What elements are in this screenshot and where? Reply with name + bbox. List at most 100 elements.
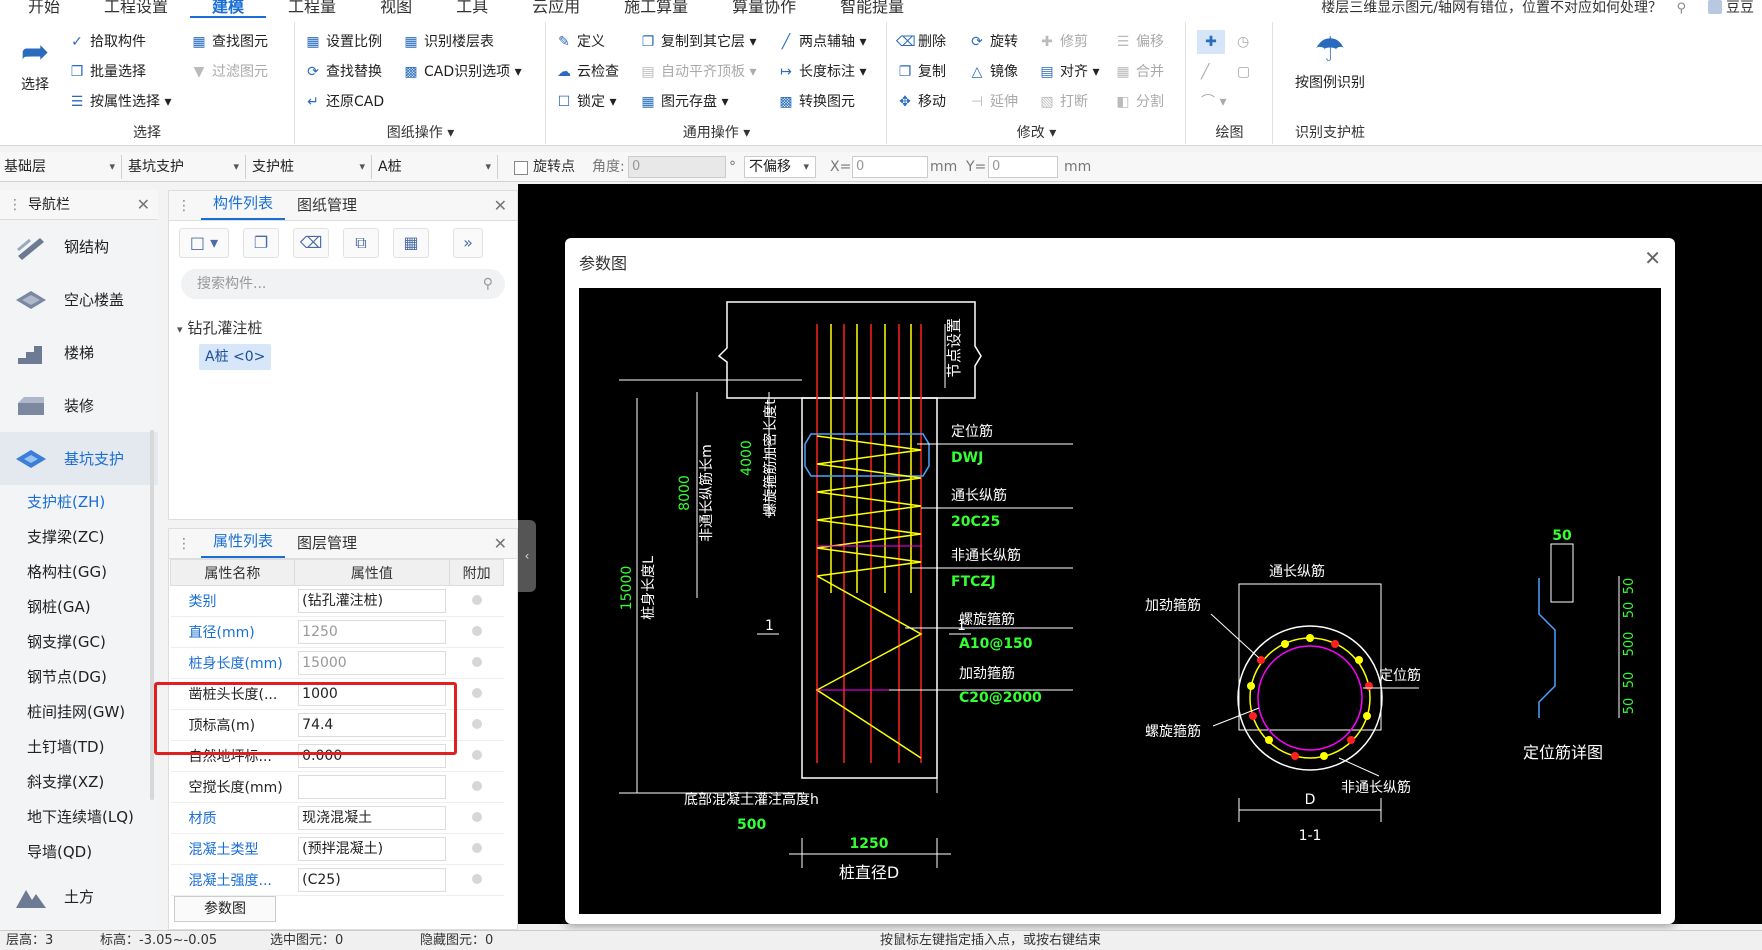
close-icon[interactable]: ✕ xyxy=(493,196,507,215)
ribbon-group-modify-title[interactable]: 修改 ▾ xyxy=(1016,125,1057,141)
find-element-button[interactable]: ▦查找图元 xyxy=(190,30,268,54)
attr-value-input[interactable]: (C25) xyxy=(298,868,446,892)
copy-component-button[interactable]: ❐ xyxy=(243,228,279,258)
filter-element-button[interactable]: ▼过滤图元 xyxy=(190,60,268,84)
restore-cad-button[interactable]: ↵还原CAD xyxy=(304,90,384,114)
menu-tab-start[interactable]: 开始 xyxy=(28,0,61,16)
close-icon[interactable]: ✕ xyxy=(1644,246,1661,270)
nav-item-decoration[interactable]: 装修 xyxy=(0,379,158,432)
point-draw-button[interactable]: ✚ xyxy=(1197,30,1225,54)
copy-button[interactable]: ❐复制 xyxy=(896,60,946,84)
smart-draw-button[interactable]: ◷ xyxy=(1237,30,1249,54)
nav-sub-guide-wall[interactable]: 导墙(QD) xyxy=(27,843,93,861)
nav-sub-pile-mesh[interactable]: 桩间挂网(GW) xyxy=(27,703,126,721)
attr-value-input[interactable]: (预拌混凝土) xyxy=(298,837,446,861)
menu-tab-quantity[interactable]: 工程量 xyxy=(288,0,337,16)
collapse-panel-handle[interactable]: ‹ xyxy=(518,520,536,592)
set-scale-button[interactable]: ▦设置比例 xyxy=(304,30,382,54)
break-button[interactable]: ▧打断 xyxy=(1038,90,1088,114)
nav-sub-diagonal-support[interactable]: 斜支撑(XZ) xyxy=(27,773,105,791)
select-button[interactable]: ➦ 选择 xyxy=(10,30,60,94)
tree-leaf-a-pile[interactable]: A桩 <0> xyxy=(199,344,272,370)
menu-tab-cloud[interactable]: 云应用 xyxy=(532,0,581,16)
drag-grip-icon[interactable]: ⋮ xyxy=(177,536,191,552)
rotate-point-checkbox[interactable] xyxy=(514,161,528,175)
nav-item-hollow-floor[interactable]: 空心楼盖 xyxy=(0,273,158,326)
element-save-button[interactable]: ▦图元存盘 ▾ xyxy=(639,90,728,114)
category-select[interactable]: 基坑支护 xyxy=(124,155,246,179)
nav-sub-steel-pile[interactable]: 钢桩(GA) xyxy=(27,598,91,616)
tab-drawing-management[interactable]: 图纸管理 xyxy=(297,196,358,214)
nav-sub-support-pile[interactable]: 支护桩(ZH) xyxy=(27,493,106,511)
close-icon[interactable]: ✕ xyxy=(136,195,150,214)
split-button[interactable]: ◧分割 xyxy=(1114,90,1164,114)
nav-sub-support-beam[interactable]: 支撑梁(ZC) xyxy=(27,528,105,546)
attr-value-input[interactable]: 74.4 xyxy=(298,713,446,737)
pick-component-button[interactable]: ✓拾取构件 xyxy=(68,30,146,54)
attr-add-toggle[interactable] xyxy=(471,626,482,636)
extend-button[interactable]: ⊣延伸 xyxy=(968,90,1018,114)
nav-sub-steel-node[interactable]: 钢节点(DG) xyxy=(27,668,107,686)
filter-component-button[interactable]: ▦ xyxy=(393,228,429,258)
x-input[interactable]: 0 xyxy=(852,156,928,178)
select-by-attribute-button[interactable]: ☰按属性选择 ▾ xyxy=(68,90,172,114)
attr-add-toggle[interactable] xyxy=(471,719,482,729)
offset-select[interactable]: 不偏移 xyxy=(744,156,816,178)
user-account[interactable]: 豆豆 xyxy=(1708,0,1754,16)
merge-button[interactable]: ▦合并 xyxy=(1114,60,1164,84)
line-draw-button[interactable]: ╱ xyxy=(1201,60,1209,84)
attr-add-toggle[interactable] xyxy=(471,595,482,605)
attr-value-input[interactable]: 1250 xyxy=(298,620,446,644)
nav-item-foundation-pit-support[interactable]: 基坑支护 xyxy=(0,432,158,485)
length-dimension-button[interactable]: ↦长度标注 ▾ xyxy=(777,60,866,84)
nav-sub-lattice-column[interactable]: 格构柱(GG) xyxy=(27,563,107,581)
tab-attribute-list[interactable]: 属性列表 xyxy=(201,530,286,558)
drag-grip-icon[interactable]: ⋮ xyxy=(177,198,191,214)
help-notice-link[interactable]: 楼层三维显示图元/轴网有错位，位置不对应如何处理？ xyxy=(1321,0,1662,16)
nav-scrollbar[interactable] xyxy=(150,430,154,800)
menu-tab-modeling[interactable]: 建模 xyxy=(190,0,267,18)
close-icon[interactable]: ✕ xyxy=(493,534,507,553)
component-select[interactable]: A桩 xyxy=(374,155,498,179)
attr-add-toggle[interactable] xyxy=(471,688,482,698)
lock-button[interactable]: ☐锁定 ▾ xyxy=(555,90,617,114)
menu-tab-tools[interactable]: 工具 xyxy=(456,0,489,16)
attr-value-input[interactable]: 15000 xyxy=(298,651,446,675)
angle-input[interactable]: 0 xyxy=(628,156,726,178)
delete-button[interactable]: ⌫删除 xyxy=(896,30,946,54)
rotate-button[interactable]: ⟳旋转 xyxy=(968,30,1018,54)
attr-add-toggle[interactable] xyxy=(471,812,482,822)
attr-add-toggle[interactable] xyxy=(471,781,482,791)
copy-to-other-floor-button[interactable]: ❐复制到其它层 ▾ xyxy=(639,30,757,54)
arc-draw-button[interactable]: ⌒ ▾ xyxy=(1201,90,1226,114)
menu-tab-project-settings[interactable]: 工程设置 xyxy=(104,0,169,16)
convert-element-button[interactable]: ▩转换图元 xyxy=(777,90,855,114)
ribbon-group-drawing-title[interactable]: 图纸操作 ▾ xyxy=(386,125,455,141)
attr-add-toggle[interactable] xyxy=(471,657,482,667)
offset-button[interactable]: ☰偏移 xyxy=(1114,30,1164,54)
drag-grip-icon[interactable]: ⋮ xyxy=(8,197,22,213)
cloud-check-button[interactable]: ☁云检查 xyxy=(555,60,619,84)
parameter-diagram-button[interactable]: 参数图 xyxy=(174,896,276,922)
floor-select[interactable]: 基础层 xyxy=(0,155,122,179)
menu-tab-construction[interactable]: 施工算量 xyxy=(624,0,689,16)
nav-item-stairs[interactable]: 楼梯 xyxy=(0,326,158,379)
attr-value-input[interactable]: (钻孔灌注桩) xyxy=(298,589,446,613)
new-component-button[interactable]: □ ▾ xyxy=(179,228,229,258)
align-button[interactable]: ▤对齐 ▾ xyxy=(1038,60,1099,84)
y-input[interactable]: 0 xyxy=(988,156,1058,178)
duplicate-component-button[interactable]: ⧉ xyxy=(343,228,379,258)
nav-item-steel-structure[interactable]: 钢结构 xyxy=(0,220,158,273)
ribbon-group-common-title[interactable]: 通用操作 ▾ xyxy=(682,125,751,141)
tab-component-list[interactable]: 构件列表 xyxy=(201,192,286,220)
menu-tab-smart-extract[interactable]: 智能提量 xyxy=(840,0,905,16)
tree-node-bored-pile[interactable]: ▾ 钻孔灌注桩 xyxy=(177,319,263,337)
attr-value-input[interactable]: 现浇混凝土 xyxy=(298,806,446,830)
nav-item-earthwork[interactable]: 土方 xyxy=(0,870,158,923)
attr-add-toggle[interactable] xyxy=(471,874,482,884)
define-button[interactable]: ✎定义 xyxy=(555,30,605,54)
more-options-button[interactable]: » xyxy=(453,228,483,258)
trim-button[interactable]: ✚修剪 xyxy=(1038,30,1088,54)
nav-sub-soil-nail-wall[interactable]: 土钉墙(TD) xyxy=(27,738,105,756)
move-button[interactable]: ✥移动 xyxy=(896,90,946,114)
